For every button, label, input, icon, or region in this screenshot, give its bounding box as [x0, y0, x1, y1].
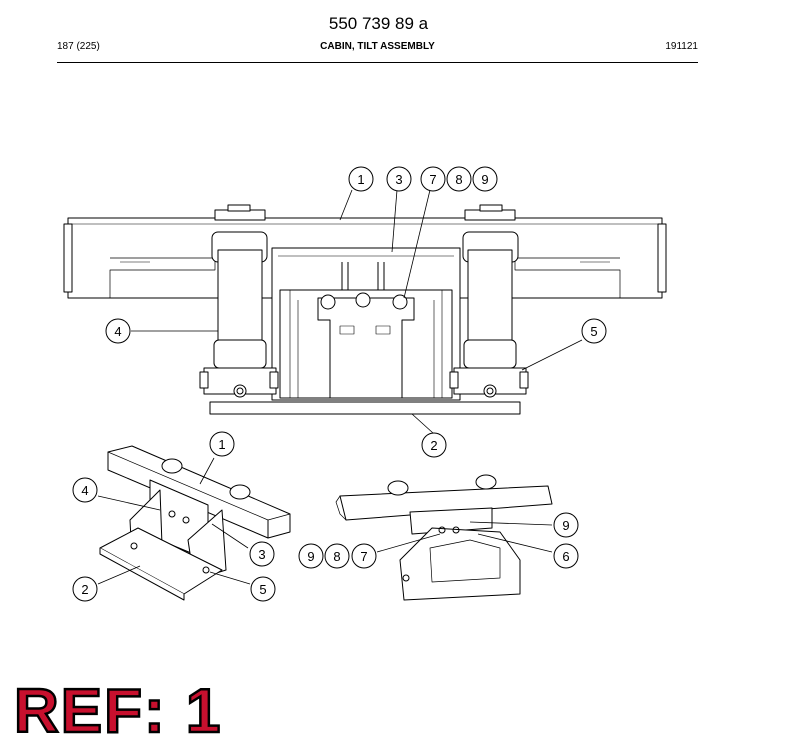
svg-text:1: 1 [218, 437, 225, 452]
callout-main-7: 7 [420, 166, 446, 192]
svg-text:4: 4 [81, 483, 88, 498]
left-isometric-view [99, 445, 291, 601]
svg-text:3: 3 [395, 172, 402, 187]
svg-text:7: 7 [360, 549, 367, 564]
svg-text:2: 2 [81, 582, 88, 597]
leader-lines [97, 189, 583, 585]
doc-number: 550 739 89 a [328, 14, 429, 33]
section-title: CABIN, TILT ASSEMBLY [320, 41, 435, 52]
callout-main-1: 1 [348, 166, 374, 192]
svg-text:9: 9 [562, 518, 569, 533]
svg-text:9: 9 [481, 172, 488, 187]
svg-text:8: 8 [333, 549, 340, 564]
right-isometric-view [335, 474, 553, 601]
header-row: 187 (225) CABIN, TILT ASSEMBLY 191121 [57, 41, 698, 55]
svg-text:7: 7 [429, 172, 436, 187]
main-assembly-view [63, 204, 667, 415]
svg-text:5: 5 [259, 582, 266, 597]
callout-main-5: 5 [581, 318, 607, 344]
callout-main-2: 2 [421, 432, 447, 458]
svg-text:2: 2 [430, 438, 437, 453]
callout-right-7: 7 [351, 543, 377, 569]
header-rule [57, 62, 698, 63]
callout-left-3: 3 [249, 541, 275, 567]
svg-text:9: 9 [307, 549, 314, 564]
svg-text:4: 4 [114, 324, 121, 339]
svg-text:1: 1 [357, 172, 364, 187]
svg-text:5: 5 [590, 324, 597, 339]
callout-right-9-upper: 9 [553, 512, 579, 538]
callout-left-1: 1 [209, 431, 235, 457]
svg-text:8: 8 [455, 172, 462, 187]
callout-main-4: 4 [105, 318, 131, 344]
revision-date: 191121 [665, 41, 698, 52]
callout-left-2: 2 [72, 576, 98, 602]
svg-text:3: 3 [258, 547, 265, 562]
callout-right-8: 8 [324, 543, 350, 569]
callout-left-5: 5 [250, 576, 276, 602]
callout-main-9: 9 [472, 166, 498, 192]
page-ref: 187 (225) [57, 41, 100, 52]
svg-text:6: 6 [562, 549, 569, 564]
callout-left-4: 4 [72, 477, 98, 503]
callout-right-6: 6 [553, 543, 579, 569]
callout-right-9-lower: 9 [298, 543, 324, 569]
callout-main-8: 8 [446, 166, 472, 192]
callout-balloons: 1 3 7 8 9 4 5 2 1 4 3 2 5 9 9 8 7 6 [72, 166, 607, 602]
ref-label: REF: 1 [13, 677, 223, 746]
callout-main-3: 3 [386, 166, 412, 192]
